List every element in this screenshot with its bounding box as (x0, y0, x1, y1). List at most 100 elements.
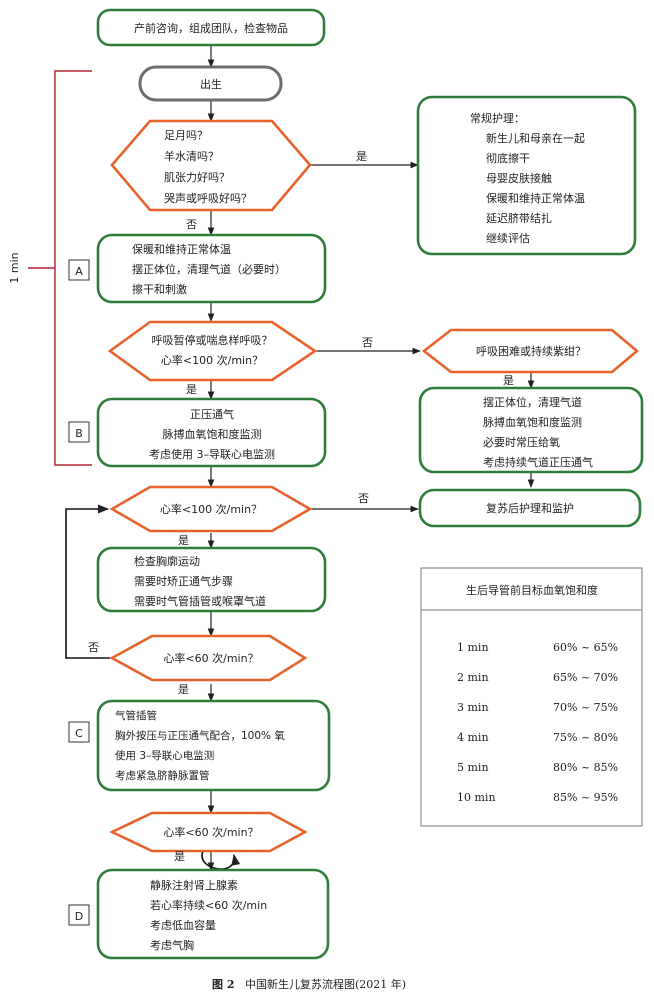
a-line: 擦干和刺激 (132, 282, 187, 296)
table-row: 10 min 85% ~ 95% (457, 791, 618, 804)
one-minute-label: 1 min (8, 252, 21, 283)
q2r-yes-label: 是 (503, 374, 514, 387)
hr-60-decision: 心率<60 次/min？ (109, 634, 308, 682)
routine-title: 常规护理： (470, 111, 525, 125)
q2-line: 心率<100 次/min？ (161, 353, 263, 367)
table-range: 85% ~ 95% (553, 791, 618, 804)
a-line: 摆正体位，清理气道（必要时） (132, 262, 286, 276)
step-d-letter: D (75, 910, 83, 923)
hr-100-decision: 心率<100 次/min？ (109, 485, 313, 533)
table-time: 2 min (457, 671, 489, 684)
r-line: 必要时常压给氧 (483, 435, 560, 449)
q5-text: 心率<60 次/min？ (163, 825, 258, 839)
step-a-letter: A (75, 265, 83, 278)
table-range: 70% ~ 75% (553, 701, 618, 714)
r-line: 脉搏血氧饱和度监测 (483, 415, 582, 429)
c-line: 使用 3–导联心电监测 (115, 749, 214, 762)
spo2-target-table: 生后导管前目标血氧饱和度 1 min 60% ~ 65% 2 min 65% ~… (420, 567, 643, 827)
routine-care-box: 常规护理： 新生儿和母亲在一起 彻底擦干 母婴皮肤接触 保暖和维持正常体温 延迟… (416, 95, 637, 256)
routine-item: 保暖和维持正常体温 (486, 191, 585, 205)
routine-item: 母婴皮肤接触 (486, 171, 552, 185)
table-time: 3 min (457, 701, 489, 714)
prep-box: 产前咨询，组成团队，检查物品 (96, 8, 326, 47)
birth-node: 出生 (138, 65, 283, 102)
step-a-label: A (68, 259, 90, 281)
check-line: 需要时矫正通气步骤 (134, 574, 233, 588)
breathing-hr-decision: 呼吸暂停或喘息样呼吸？ 心率<100 次/min？ (107, 320, 318, 382)
distress-cyanosis-decision: 呼吸困难或持续紫绀？ (421, 328, 640, 374)
d-line: 静脉注射肾上腺素 (150, 878, 238, 892)
table-time: 10 min (457, 791, 496, 804)
step-a-box: 保暖和维持正常体温 摆正体位，清理气道（必要时） 擦干和刺激 (96, 233, 327, 304)
post-text: 复苏后护理和监护 (486, 501, 574, 515)
c-line: 气管插管 (115, 709, 157, 722)
d-line: 考虑气胸 (150, 938, 194, 952)
step-b-letter: B (75, 427, 83, 440)
b-line: 考虑使用 3–导联心电监测 (149, 448, 275, 461)
table-row: 3 min 70% ~ 75% (457, 701, 618, 714)
c-line: 考虑紧急脐静脉置管 (115, 769, 210, 782)
table-row: 1 min 60% ~ 65% (457, 641, 618, 654)
connectors (65, 45, 535, 871)
table-row: 4 min 75% ~ 80% (457, 731, 618, 744)
c-line: 胸外按压与正压通气配合，100% 氧 (115, 729, 285, 742)
q1-no-label: 否 (186, 218, 197, 231)
check-line: 检查胸廓运动 (134, 554, 200, 568)
q1-line: 肌张力好吗？ (164, 170, 230, 184)
q4-text: 心率<60 次/min？ (163, 651, 258, 665)
step-b-box: 正压通气 脉搏血氧饱和度监测 考虑使用 3–导联心电监测 (96, 397, 327, 468)
d-line: 若心率持续<60 次/min (150, 898, 267, 912)
routine-item: 继续评估 (486, 231, 530, 245)
b-line: 脉搏血氧饱和度监测 (163, 427, 262, 441)
table-range: 65% ~ 70% (553, 671, 618, 684)
table-row: 2 min 65% ~ 70% (457, 671, 618, 684)
table-range: 60% ~ 65% (553, 641, 618, 654)
check-line: 需要时气管插管或喉罩气道 (134, 594, 266, 608)
figure-title: 中国新生儿复苏流程图(2021 年) (245, 977, 406, 991)
b-line: 正压通气 (190, 407, 234, 421)
hr-60-recheck-decision: 心率<60 次/min？ (108, 811, 308, 853)
q3-text: 心率<100 次/min？ (160, 502, 262, 516)
table-row: 5 min 80% ~ 85% (457, 761, 618, 774)
airway-support-box: 摆正体位，清理气道 脉搏血氧饱和度监测 必要时常压给氧 考虑持续气道正压通气 (418, 386, 644, 474)
q4-yes-label: 是 (178, 683, 189, 696)
q3-yes-label: 是 (178, 534, 189, 547)
routine-item: 延迟脐带结扎 (486, 211, 552, 225)
table-title: 生后导管前目标血氧饱和度 (466, 583, 598, 597)
q1-line: 羊水清吗？ (164, 149, 219, 163)
initial-assessment-decision: 足月吗？ 羊水清吗？ 肌张力好吗？ 哭声或呼吸好吗？ (110, 119, 312, 212)
step-d-box: 静脉注射肾上腺素 若心率持续<60 次/min 考虑低血容量 考虑气胸 (96, 868, 330, 960)
table-range: 75% ~ 80% (553, 731, 618, 744)
a-line: 保暖和维持正常体温 (132, 242, 231, 256)
prep-text: 产前咨询，组成团队，检查物品 (134, 21, 288, 35)
step-c-box: 气管插管 胸外按压与正压通气配合，100% 氧 使用 3–导联心电监测 考虑紧急… (96, 699, 331, 792)
q5-yes-label: 是 (174, 850, 185, 863)
step-b-label: B (68, 421, 90, 443)
q2-line: 呼吸暂停或喘息样呼吸？ (152, 333, 273, 347)
q2-no-label: 否 (362, 336, 373, 349)
chest-check-box: 检查胸廓运动 需要时矫正通气步骤 需要时气管插管或喉罩气道 (96, 546, 327, 613)
one-minute-bracket: 1 min (8, 70, 92, 466)
q4-no-label: 否 (88, 641, 99, 654)
routine-item: 彻底擦干 (486, 151, 530, 165)
q2-yes-label: 是 (186, 383, 197, 396)
figure-caption: 图 2 中国新生儿复苏流程图(2021 年) (212, 977, 406, 991)
r-line: 考虑持续气道正压通气 (483, 455, 593, 469)
table-range: 80% ~ 85% (553, 761, 618, 774)
step-c-letter: C (75, 727, 83, 740)
table-time: 1 min (457, 641, 489, 654)
table-time: 4 min (457, 731, 489, 744)
q1-line: 哭声或呼吸好吗？ (164, 191, 252, 205)
figure-number: 图 2 (212, 978, 234, 991)
q1-line: 足月吗？ (164, 129, 208, 142)
r-line: 摆正体位，清理气道 (483, 395, 582, 409)
post-resuscitation-box: 复苏后护理和监护 (418, 488, 642, 528)
q1-yes-label: 是 (356, 150, 367, 163)
q2r-text: 呼吸困难或持续紫绀？ (476, 344, 586, 358)
step-d-label: D (68, 904, 90, 926)
routine-item: 新生儿和母亲在一起 (486, 131, 585, 145)
q3-no-label: 否 (358, 492, 369, 505)
table-time: 5 min (457, 761, 489, 774)
birth-text: 出生 (200, 77, 222, 91)
